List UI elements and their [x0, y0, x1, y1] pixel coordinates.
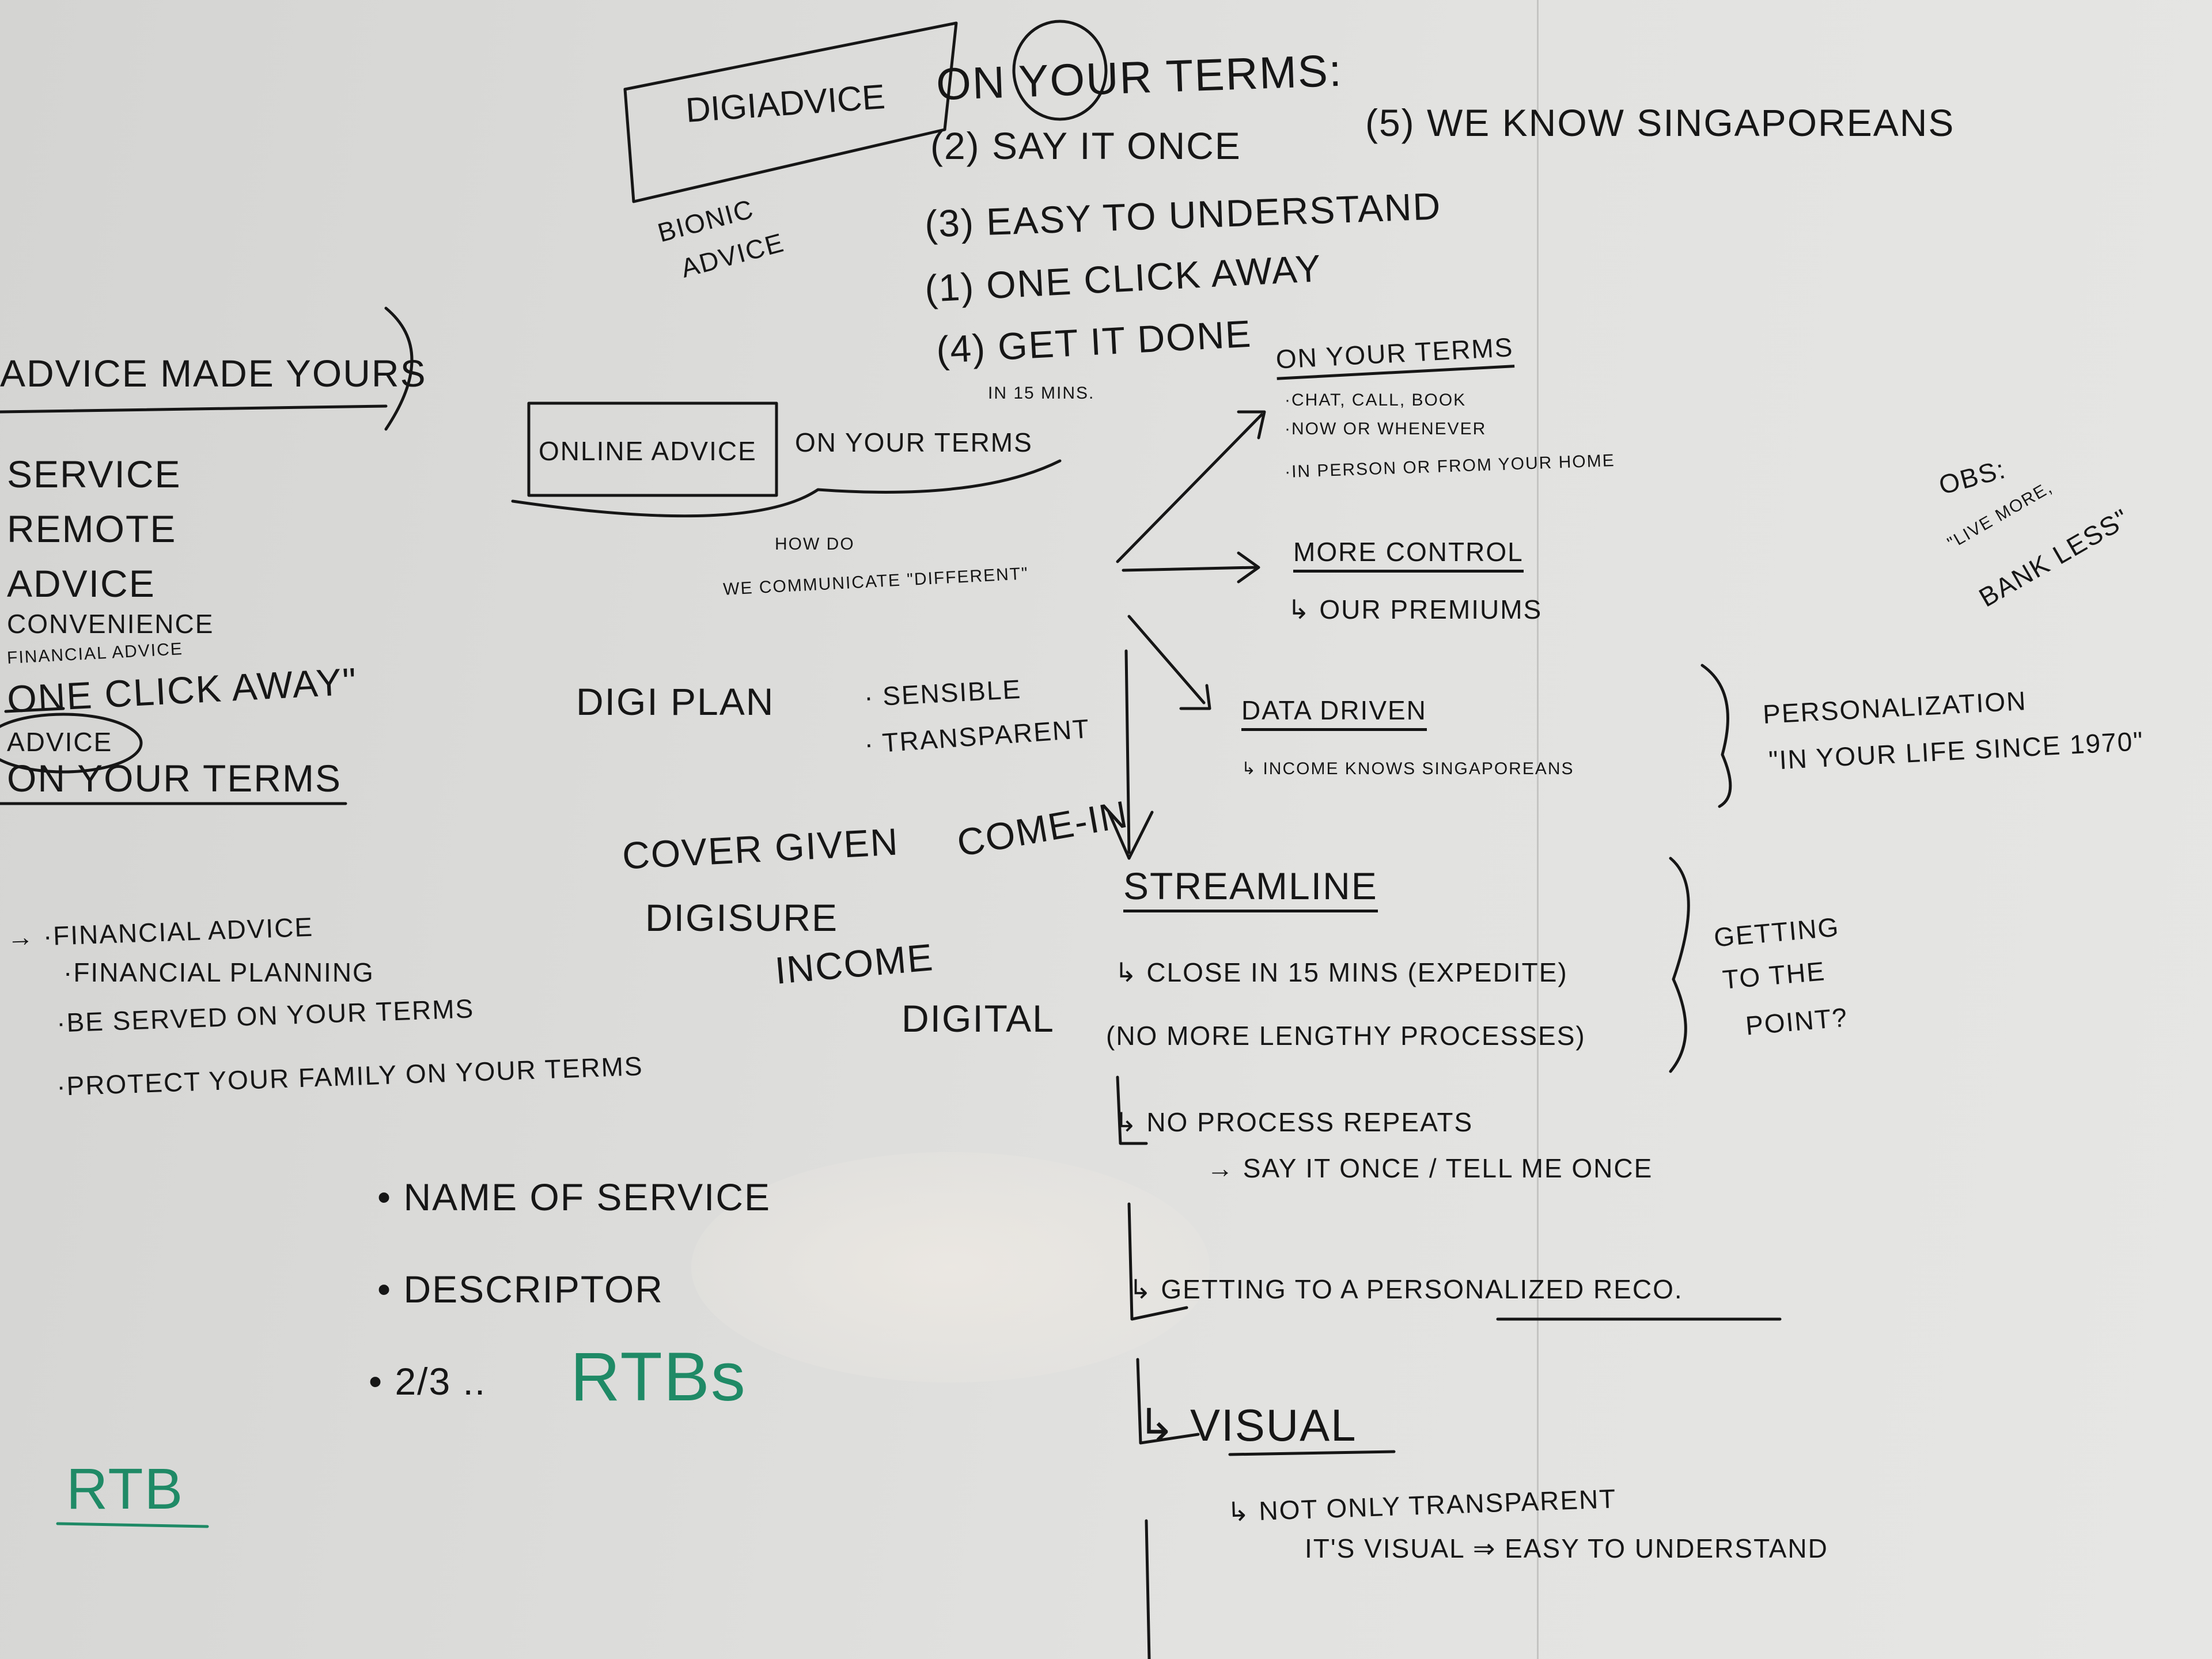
oyt-item-1: ·CHAT, CALL, BOOK — [1285, 391, 1467, 410]
bullet-financial-planning: ·FINANCIAL PLANNING — [63, 957, 374, 987]
brace-online-advice — [511, 459, 1062, 518]
pillar-know-singaporeans: (5) WE KNOW SINGAPOREANS — [1365, 101, 1955, 144]
streamline-close: ↳ CLOSE IN 15 MINS (EXPEDITE) — [1115, 957, 1568, 987]
rtbs-green: RTBs — [570, 1338, 747, 1415]
arrow-right — [1122, 551, 1260, 584]
brace-data-driven — [1700, 664, 1732, 808]
word-service: SERVICE — [7, 453, 181, 495]
streamline-no-lengthy: (NO MORE LENGTHY PROCESSES) — [1106, 1021, 1586, 1051]
arrow-up-right — [1116, 410, 1266, 563]
circle-advice — [0, 713, 143, 774]
streamline-title: STREAMLINE — [1123, 867, 1378, 912]
question-line-1: HOW DO — [775, 535, 855, 554]
line-personalized — [1127, 1202, 1188, 1321]
visual-title: ↳ VISUAL — [1138, 1400, 1357, 1450]
word-convenience: CONVENIENCE — [7, 609, 214, 639]
underline-advice-made-yours — [0, 404, 388, 414]
circle-you — [1012, 20, 1108, 121]
light-glare — [691, 1152, 1210, 1382]
advice-made-yours-title: ADVICE MADE YOURS — [0, 352, 427, 395]
line-visual — [1136, 1358, 1200, 1445]
arrow-down — [1107, 649, 1154, 860]
data-driven-title: DATA DRIVEN — [1241, 697, 1427, 731]
pillar-say-it-once: (2) SAY IT ONCE — [930, 124, 1241, 167]
underline-rtb — [56, 1522, 209, 1528]
check-name-of-service: • NAME OF SERVICE — [377, 1176, 771, 1218]
rtb-green: RTB — [66, 1457, 184, 1521]
arrow-down-right — [1127, 615, 1211, 710]
say-it-once-tell-me: → SAY IT ONCE / TELL ME ONCE — [1207, 1153, 1653, 1183]
bracket-advice-made-yours — [384, 306, 414, 431]
digi-plan: DIGI PLAN — [576, 680, 775, 723]
brace-streamline — [1669, 857, 1690, 1073]
check-2-3: • 2/3 .. — [369, 1360, 487, 1403]
whiteboard-panel-seam — [1537, 0, 1539, 1659]
line-no-process — [1116, 1075, 1148, 1145]
oyt-item-2: ·NOW OR WHENEVER — [1285, 419, 1487, 438]
pillar-note: IN 15 MINS. — [988, 384, 1095, 403]
word-advice: ADVICE — [7, 562, 156, 605]
visual-easy: IT'S VISUAL ⇒ EASY TO UNDERSTAND — [1305, 1533, 1828, 1563]
check-descriptor: • DESCRIPTOR — [377, 1268, 664, 1310]
line-bottom — [1145, 1519, 1151, 1659]
digiadvice-box — [623, 21, 958, 203]
online-advice-suffix: ON YOUR TERMS — [795, 427, 1033, 457]
more-control-title: MORE CONTROL — [1293, 539, 1524, 573]
product-digital: DIGITAL — [902, 997, 1055, 1040]
underline-visual — [1228, 1450, 1396, 1456]
word-on-your-terms: ON YOUR TERMS — [7, 757, 342, 800]
word-remote: REMOTE — [7, 507, 177, 550]
no-process-repeats: ↳ NO PROCESS REPEATS — [1115, 1107, 1474, 1137]
personalized-reco: ↳ GETTING TO A PERSONALIZED RECO. — [1129, 1274, 1683, 1304]
strike-one — [4, 707, 65, 713]
word-advice-circled: ADVICE — [7, 727, 113, 757]
product-digisure: DIGISURE — [645, 896, 839, 939]
online-advice-boxed: ONLINE ADVICE — [539, 436, 757, 466]
online-advice-box — [527, 402, 778, 497]
more-control-sub: ↳ OUR PREMIUMS — [1287, 594, 1543, 624]
data-driven-sub: ↳ INCOME KNOWS SINGAPOREANS — [1241, 759, 1574, 778]
